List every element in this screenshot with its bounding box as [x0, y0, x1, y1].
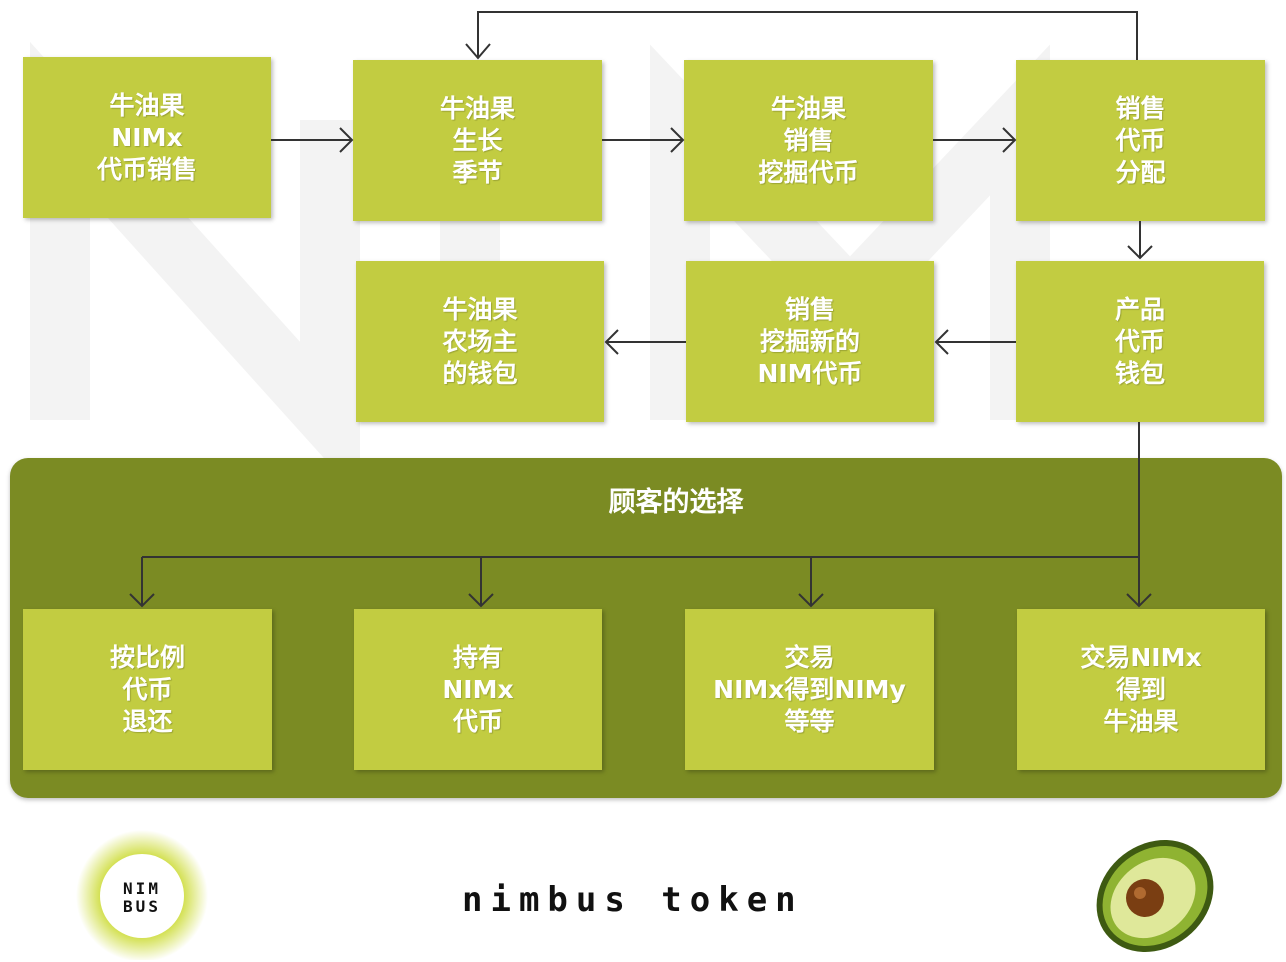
- box-redeem: 交易NIMx 得到 牛油果: [1017, 609, 1265, 770]
- box-product-wallet: 产品 代币 钱包: [1016, 261, 1264, 422]
- customer-choices-title: 顾客的选择: [608, 487, 744, 518]
- box-farmer-wallet: 牛油果 农场主 的钱包: [356, 261, 604, 422]
- box-avocado-nimx-sale-label: 牛油果 NIMx 代币销售: [96, 90, 197, 184]
- box-trade-label: 交易 NIMx得到NIMy 等等: [713, 642, 906, 736]
- logo-text-line1: NIM: [123, 879, 161, 898]
- box-mine-new-nim: 销售 挖掘新的 NIM代币: [686, 261, 934, 422]
- box-sale-mining: 牛油果 销售 挖掘代币: [684, 60, 933, 221]
- box-redeem-label: 交易NIMx 得到 牛油果: [1080, 642, 1202, 736]
- brand-wordmark: nimbus token: [462, 880, 804, 920]
- box-sale-mining-label: 牛油果 销售 挖掘代币: [758, 93, 859, 187]
- box-product-wallet-label: 产品 代币 钱包: [1114, 294, 1165, 388]
- box-growing-season: 牛油果 生长 季节: [353, 60, 602, 221]
- box-refund: 按比例 代币 退还: [23, 609, 272, 770]
- avocado-icon: [1096, 839, 1214, 953]
- box-refund-label: 按比例 代币 退还: [109, 642, 185, 736]
- box-growing-season-label: 牛油果 生长 季节: [439, 93, 515, 187]
- box-sale-distribution: 销售 代币 分配: [1016, 60, 1265, 221]
- nimbus-logo: NIM BUS: [76, 830, 208, 960]
- box-trade: 交易 NIMx得到NIMy 等等: [685, 609, 934, 770]
- box-hold: 持有 NIMx 代币: [354, 609, 602, 770]
- logo-text-line2: BUS: [123, 897, 161, 916]
- box-farmer-wallet-label: 牛油果 农场主 的钱包: [442, 294, 518, 388]
- box-avocado-nimx-sale: 牛油果 NIMx 代币销售: [23, 57, 271, 218]
- box-sale-distribution-label: 销售 代币 分配: [1115, 93, 1166, 187]
- box-hold-label: 持有 NIMx 代币: [442, 642, 514, 736]
- box-mine-new-nim-label: 销售 挖掘新的 NIM代币: [757, 294, 863, 388]
